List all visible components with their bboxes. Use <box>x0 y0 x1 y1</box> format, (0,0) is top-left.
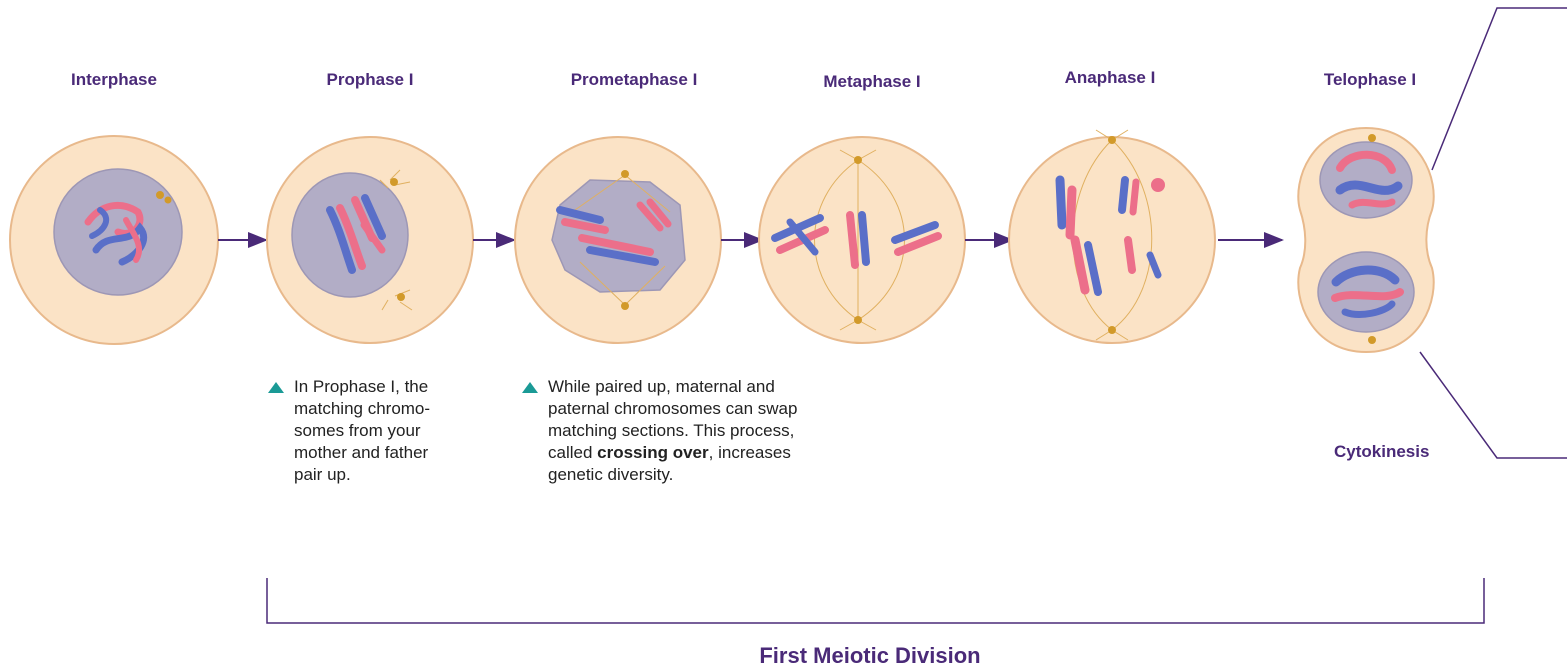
division-bracket <box>267 578 1484 623</box>
interphase-cell <box>10 136 218 344</box>
prometaphase-cell <box>515 137 721 343</box>
crossing-over-term: crossing over <box>597 443 709 462</box>
stage-label-telophase-i: Telophase I <box>1270 70 1470 90</box>
caption-prophase-line: matching chromo- <box>294 398 430 420</box>
stage-label-interphase: Interphase <box>14 70 214 90</box>
metaphase-cell <box>759 137 965 343</box>
caption-prophase-line: somes from your <box>294 420 430 442</box>
caption-crossing-line: matching sections. This process, <box>548 420 797 442</box>
division-label: First Meiotic Division <box>0 643 1567 669</box>
triangle-bullet-icon <box>268 382 284 393</box>
stage-label-prometaphase-i: Prometaphase I <box>534 70 734 90</box>
caption-prophase: In Prophase I, the matching chromo- some… <box>268 376 468 496</box>
cytokinesis-label: Cytokinesis <box>1334 442 1429 462</box>
caption-prophase-line: pair up. <box>294 464 430 486</box>
triangle-bullet-icon <box>522 382 538 393</box>
caption-prophase-line: In Prophase I, the <box>294 376 430 398</box>
caption-crossing-over: While paired up, maternal and paternal c… <box>522 376 862 496</box>
telophase-cell <box>1298 128 1433 352</box>
caption-prophase-line: mother and father <box>294 442 430 464</box>
caption-crossing-line: genetic diversity. <box>548 464 797 486</box>
caption-crossing-text: called <box>548 443 597 462</box>
caption-crossing-text: , increases <box>709 443 791 462</box>
anaphase-cell <box>1009 130 1215 343</box>
stage-label-anaphase-i: Anaphase I <box>1010 68 1210 88</box>
stage-label-metaphase-i: Metaphase I <box>772 72 972 92</box>
caption-crossing-line: paternal chromosomes can swap <box>548 398 797 420</box>
connector-lower <box>1420 352 1567 458</box>
prophase-cell <box>267 137 473 343</box>
caption-crossing-line: While paired up, maternal and <box>548 376 797 398</box>
stage-label-prophase-i: Prophase I <box>270 70 470 90</box>
caption-crossing-line: called crossing over, increases <box>548 442 797 464</box>
